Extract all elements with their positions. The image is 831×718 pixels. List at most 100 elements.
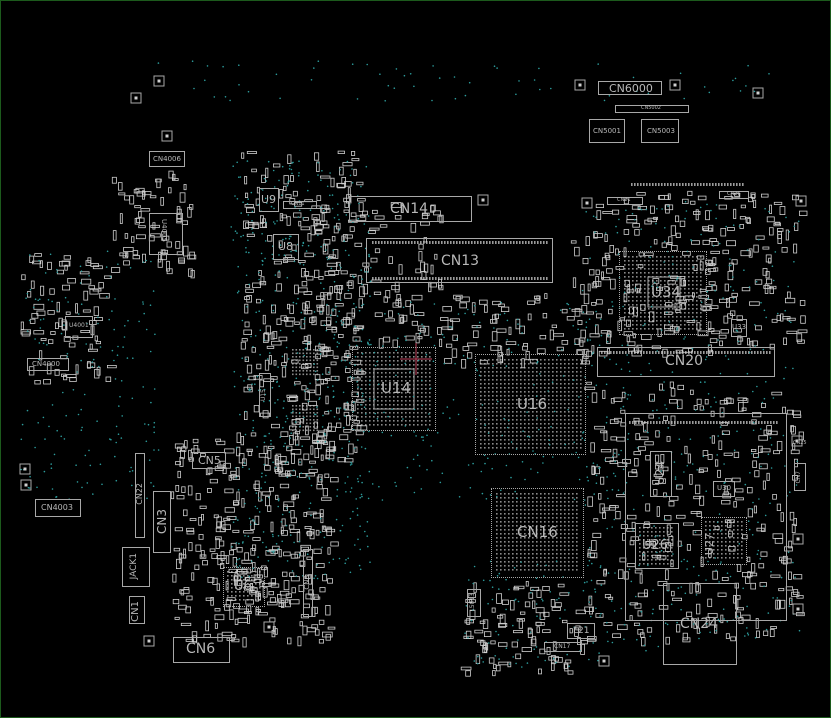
smd-pad <box>696 255 705 260</box>
bga-pin <box>560 363 562 365</box>
connector-pin <box>770 421 772 424</box>
smd-pad <box>383 336 391 343</box>
via <box>263 339 266 341</box>
bga-pin <box>492 391 494 393</box>
via <box>257 556 259 558</box>
via <box>286 276 289 279</box>
smd-pad <box>222 524 231 530</box>
smd-pad <box>652 479 660 485</box>
connector-pin <box>700 183 702 186</box>
bga-pin <box>672 316 674 318</box>
bga-pin <box>516 359 518 361</box>
smd-pad <box>257 593 261 601</box>
via <box>358 309 361 312</box>
smd-pad <box>244 192 249 199</box>
bga-pin <box>516 427 518 429</box>
bga-pin <box>528 435 530 437</box>
bga-pin <box>572 411 574 413</box>
via <box>665 408 668 410</box>
bga-pin <box>713 557 715 559</box>
via <box>622 387 625 389</box>
bga-pin <box>560 407 562 409</box>
bga-pin <box>544 435 546 437</box>
bga-pin <box>528 509 530 511</box>
bga-pin <box>648 272 650 274</box>
bga-pin <box>643 531 645 533</box>
bga-pin <box>292 412 294 414</box>
smd-pad <box>585 236 590 247</box>
bga-pin <box>548 509 550 511</box>
bga-pin <box>676 260 678 262</box>
connector-pin <box>438 277 440 280</box>
smd-pad <box>708 281 716 286</box>
via <box>281 513 284 516</box>
bga-pin <box>516 533 518 535</box>
smd-pad <box>205 597 213 601</box>
smd-pad <box>586 381 593 385</box>
bga-pin <box>492 427 494 429</box>
bga-pin <box>524 505 526 507</box>
smd-pad <box>168 187 172 194</box>
bga-pin <box>500 517 502 519</box>
via <box>36 486 38 489</box>
smd-pad <box>326 527 332 536</box>
bga-pin <box>568 513 570 515</box>
via <box>114 378 117 380</box>
bga-pin <box>647 555 649 557</box>
bga-pin <box>540 415 542 417</box>
via <box>349 491 352 493</box>
bga-pin <box>429 416 431 418</box>
bga-pin <box>576 541 578 543</box>
bga-pin <box>365 412 367 414</box>
smd-pad <box>793 243 798 254</box>
smd-pad <box>417 336 423 340</box>
bga-pin <box>548 411 550 413</box>
smd-pad <box>331 308 337 316</box>
bga-pin <box>632 300 634 302</box>
bga-pin <box>492 399 494 401</box>
connector-pin <box>396 277 398 280</box>
smd-pad <box>665 302 673 307</box>
via <box>595 216 597 219</box>
bga-pin <box>659 547 661 549</box>
bga-pin <box>401 416 403 418</box>
smd-pad <box>269 617 276 623</box>
via <box>26 330 29 333</box>
via <box>80 359 82 362</box>
bga-pin <box>572 565 574 567</box>
via <box>302 264 305 266</box>
smd-pad <box>737 335 742 345</box>
via <box>456 338 458 340</box>
smd-pad <box>202 560 208 566</box>
bga-pin <box>373 356 375 358</box>
bga-pin <box>361 408 363 410</box>
bga-pin <box>417 368 419 370</box>
bga-pin <box>713 553 715 555</box>
bga-pin <box>313 373 315 376</box>
bga-pin <box>385 364 387 366</box>
bga-pin <box>576 505 578 507</box>
bga-pin <box>425 372 427 374</box>
connector-pin <box>444 241 446 244</box>
via <box>291 570 294 572</box>
bga-pin <box>524 415 526 417</box>
bga-pin <box>309 359 312 362</box>
bga-pin <box>684 328 686 330</box>
via <box>251 210 254 213</box>
smd-pad <box>657 328 662 337</box>
smd-pad <box>218 540 225 547</box>
via <box>559 309 562 312</box>
smd-pad <box>174 527 183 532</box>
bga-pin <box>500 407 502 409</box>
bga-pin <box>516 561 518 563</box>
via <box>329 194 331 197</box>
smd-pad <box>89 288 99 295</box>
bga-pin <box>572 423 574 425</box>
bga-pin <box>508 553 510 555</box>
bga-pin <box>576 407 578 409</box>
bga-pin <box>564 427 566 429</box>
smd-pad <box>156 178 161 189</box>
smd-pad <box>462 346 470 351</box>
bga-pin <box>648 292 650 294</box>
bga-pin <box>692 288 694 290</box>
